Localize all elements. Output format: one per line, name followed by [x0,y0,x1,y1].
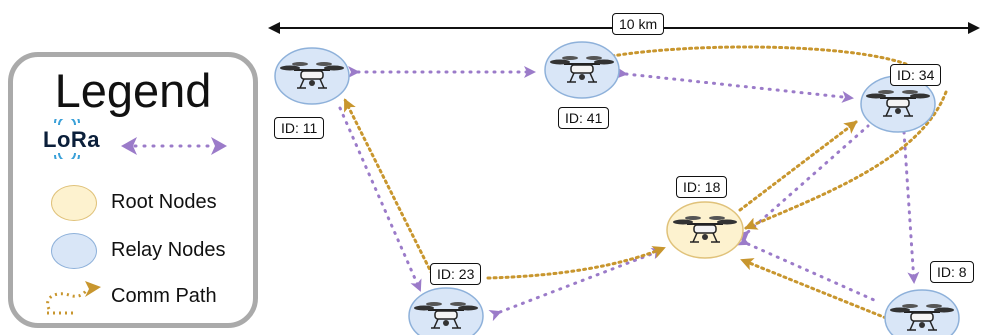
node-label-8: ID: 8 [930,261,974,283]
root-node-swatch [51,185,97,221]
legend: Legend LoRa Root Nodes Relay Nodes Comm … [8,52,258,328]
lora-arrow-icon [121,137,227,155]
lora-link-11-23 [338,106,422,292]
legend-root: Root Nodes [51,185,251,225]
node-label-41: ID: 41 [558,107,610,129]
lora-link-34-8 [897,121,920,284]
comm-path-23-18 [486,246,666,280]
legend-comm: Comm Path [43,279,243,319]
legend-relay: Relay Nodes [51,233,251,273]
comm-path-18-34 [738,120,858,212]
node-11 [274,47,350,105]
comm-path-8-18 [740,258,888,320]
lora-link-18-34 [736,124,870,244]
node-label-34: ID: 34 [890,64,942,86]
relay-node-swatch [51,233,97,269]
node-23 [408,287,484,335]
lora-logo: LoRa [35,119,125,159]
lora-link-23-18 [488,247,664,322]
lora-link-18-8 [736,234,876,302]
comm-path-icon [46,281,101,315]
lora-link-41-34 [615,66,854,103]
legend-comm-label: Comm Path [111,285,217,307]
comm-paths [343,45,948,320]
lora-links [338,66,920,322]
node-8 [884,289,960,335]
legend-title: Legend [54,64,212,117]
scale-label: 10 km [612,13,665,35]
node-label-18: ID: 18 [676,176,728,198]
legend-root-label: Root Nodes [111,191,217,213]
node-18 [666,201,744,259]
lora-label: LoRa [43,127,100,152]
comm-path-41-34 [610,45,908,66]
legend-relay-label: Relay Nodes [111,239,226,261]
node-label-11: ID: 11 [274,117,325,139]
node-41 [544,41,620,99]
comm-path-34-18 [744,90,948,230]
comm-path-23-11 [343,98,434,276]
node-label-23: ID: 23 [430,263,482,285]
